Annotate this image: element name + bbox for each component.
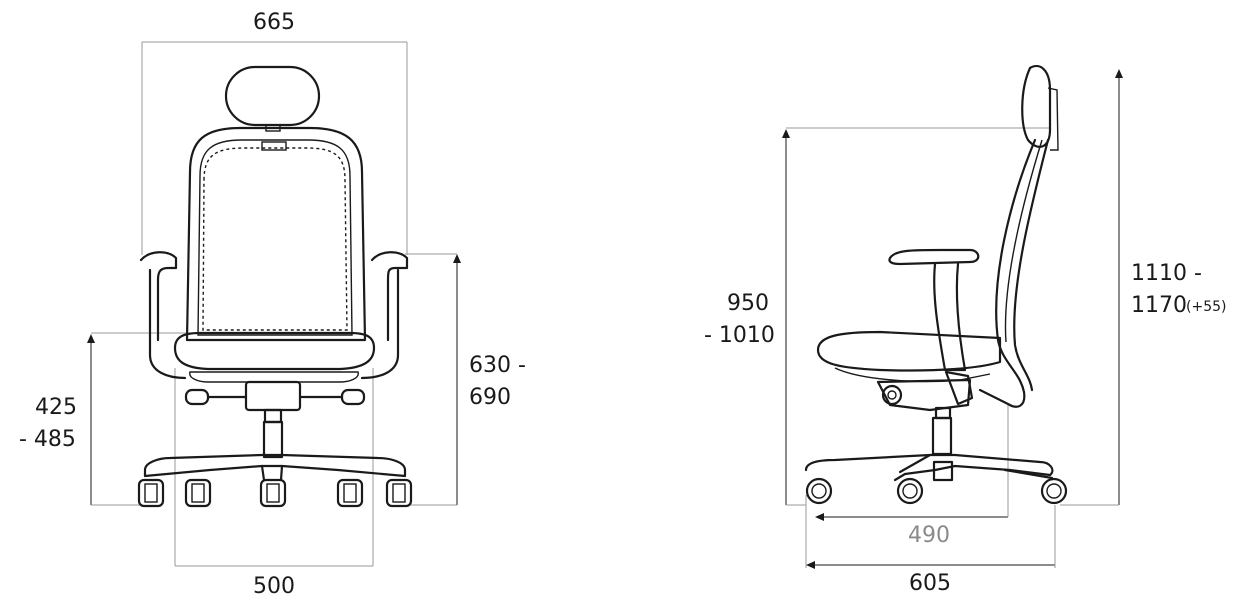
front-width-guides (141, 41, 408, 255)
side-mechanism (876, 370, 974, 420)
side-base (804, 453, 1054, 482)
side-seat (816, 330, 1002, 383)
seat-width-label: 500 (253, 574, 295, 599)
seat-depth-label: 490 (908, 523, 950, 548)
side-backrest (978, 138, 1050, 408)
front-left-armrest (139, 251, 187, 380)
caster (805, 477, 833, 505)
overall-width-label: 665 (253, 10, 295, 35)
seat-width-guides (174, 368, 374, 567)
overall-depth-guides (805, 495, 1056, 569)
overall-height-label-line2: 1170 (1131, 293, 1187, 318)
front-seat (173, 331, 376, 383)
front-view: 665 500 425 - 485 630 - 690 (19, 10, 526, 599)
armrest-height-label-line1: 630 - (469, 353, 526, 378)
overall-height-guides (1060, 69, 1123, 506)
front-base (143, 453, 407, 482)
side-view: 950 - 1010 1110 - 1170 (+55) 490 605 (704, 64, 1226, 596)
caster (184, 478, 212, 508)
side-armrest (888, 248, 980, 372)
front-casters (137, 478, 413, 508)
caster (259, 478, 287, 508)
seat-height-label-line1: 425 (35, 395, 77, 420)
caster (336, 478, 364, 508)
front-mechanism (184, 380, 366, 424)
overall-height-label-line1: 1110 - (1131, 261, 1202, 286)
caster (137, 478, 165, 508)
backrest-height-label-line1: 950 (727, 291, 769, 316)
seat-depth-guides (815, 405, 1009, 521)
front-headrest (224, 65, 321, 132)
side-headrest (1021, 64, 1059, 151)
armrest-height-guides (405, 253, 461, 506)
backrest-height-label-line2: - 1010 (704, 323, 775, 348)
overall-depth-label: 605 (909, 571, 951, 596)
front-gas-lift (262, 420, 284, 459)
caster (896, 477, 924, 505)
armrest-height-label-line2: 690 (469, 385, 511, 410)
side-casters (805, 477, 1068, 505)
side-gas-lift (931, 416, 953, 456)
caster (385, 478, 413, 508)
front-right-armrest (360, 251, 409, 380)
front-backrest (185, 126, 367, 342)
caster (1040, 477, 1068, 505)
headrest-adjust-label: (+55) (1186, 299, 1226, 315)
seat-height-label-line2: - 485 (19, 427, 76, 452)
backrest-height-guides (782, 127, 1050, 506)
